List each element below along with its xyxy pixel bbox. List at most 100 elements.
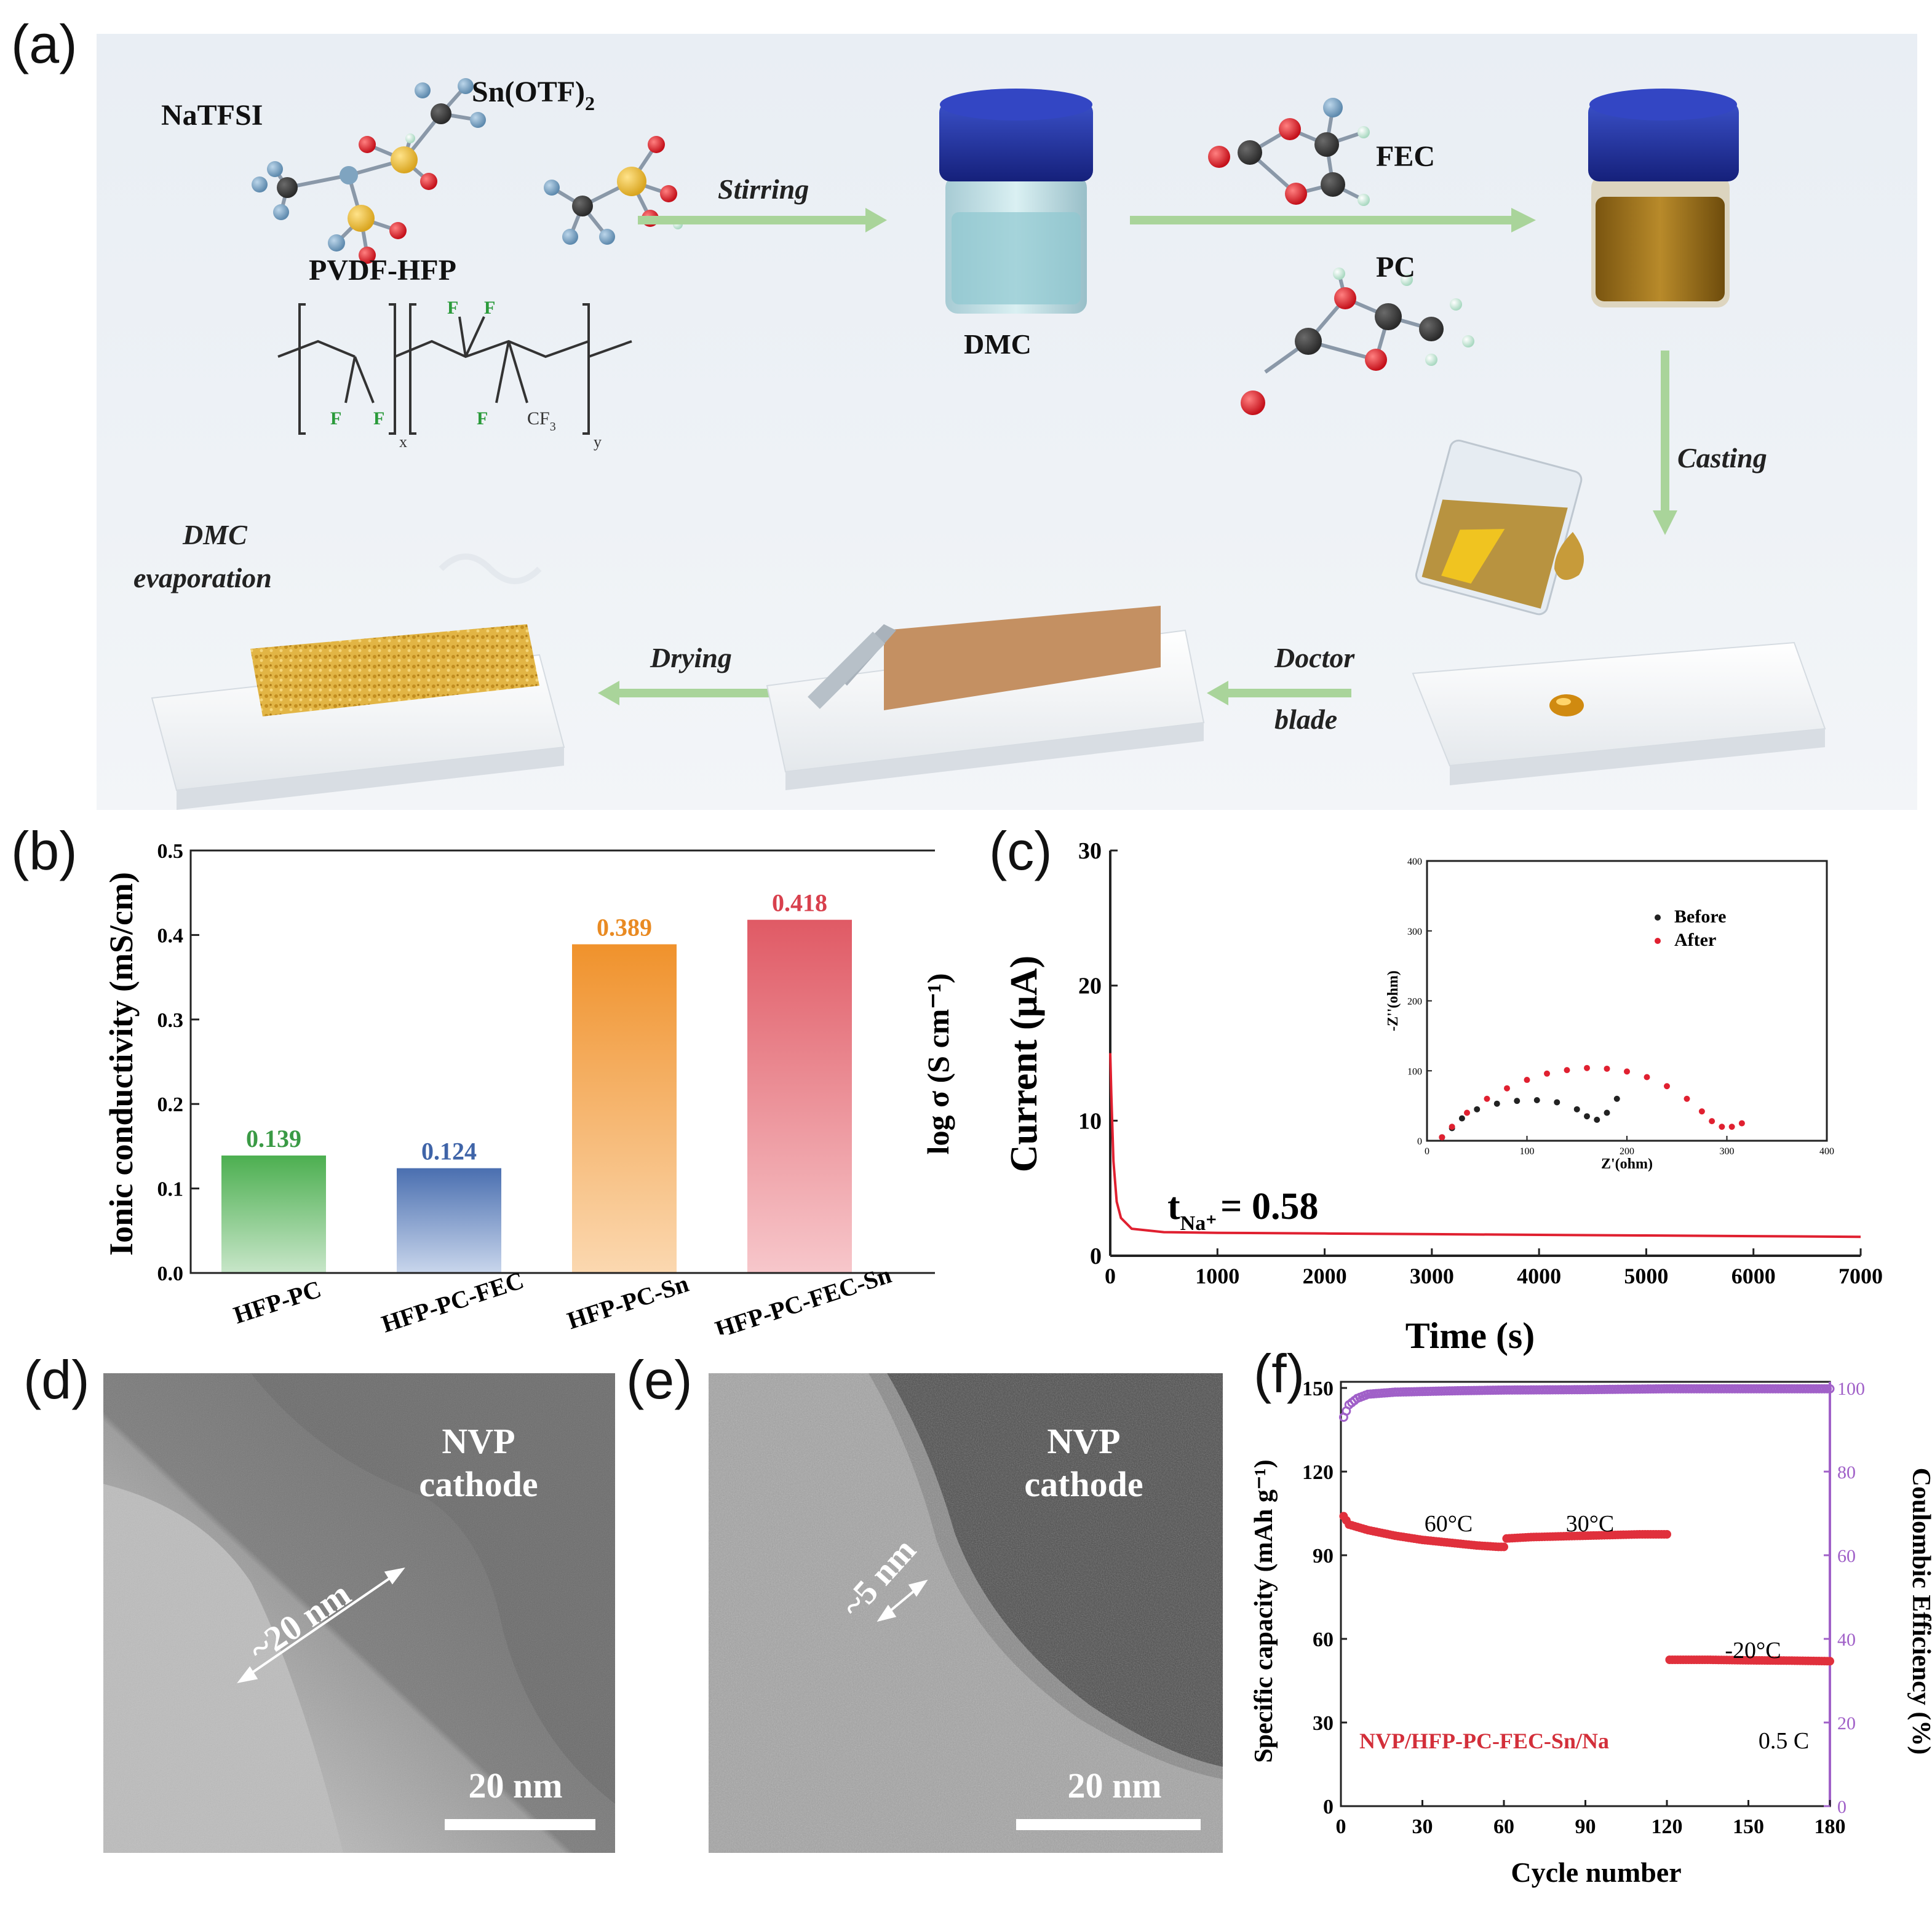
inset-point-after: [1524, 1077, 1530, 1084]
x-tick-label: 180: [1815, 1815, 1846, 1838]
x-tick-label: 30: [1412, 1815, 1433, 1838]
x-tick-label: HFP-PC-FEC: [378, 1266, 527, 1334]
y-tick-label: 0.1: [157, 1178, 184, 1201]
inset-point-after: [1719, 1124, 1725, 1130]
chart-f-ylabel: Specific capacity (mAh g⁻¹): [1250, 1459, 1278, 1762]
bar-hfp-pc-fec: [397, 1168, 501, 1273]
panel-label-b: (b): [11, 820, 78, 881]
y-tick-label: 150: [1302, 1378, 1334, 1400]
label-drying: Drying: [650, 642, 732, 673]
chart-c-annotation: tNa⁺= 0.58: [1167, 1186, 1319, 1235]
label-snotf: Sn(OTF)2: [472, 76, 595, 114]
plate-middle-icon: [766, 606, 1205, 790]
inset-legend-marker: [1655, 938, 1661, 944]
chart-c-xlabel: Time (s): [1405, 1315, 1535, 1356]
inset-point-after: [1709, 1118, 1715, 1125]
inset-point-after: [1564, 1067, 1570, 1074]
synthesis-scheme: NaTFSI Sn(OTF)2 PVDF-HFP DMC FEC PC F F …: [97, 34, 1917, 810]
x-tick-label: 0: [1105, 1264, 1116, 1288]
y-tick-label: 0.4: [157, 924, 184, 947]
inset-point-before: [1594, 1116, 1600, 1123]
panel-label-a: (a): [11, 14, 78, 74]
y2-tick-label: 20: [1837, 1713, 1856, 1734]
panel-label-d: (d): [23, 1349, 90, 1410]
label-fec: FEC: [1376, 140, 1435, 173]
inset-y-tick-label: 100: [1407, 1066, 1422, 1077]
label-pvdf-hfp: PVDF-HFP: [309, 254, 456, 287]
formula-f-5: F: [477, 408, 488, 429]
y-tick-label: 120: [1302, 1461, 1334, 1484]
tem-e-title2: cathode: [1024, 1464, 1143, 1504]
label-natfsi: NaTFSI: [161, 99, 263, 132]
efficiency-point: [1825, 1384, 1835, 1394]
chart-cycling: Specific capacity (mAh g⁻¹) Coulombic Ef…: [1250, 1378, 1932, 1888]
snotf-molecule-icon: [544, 136, 683, 245]
inset-x-tick-label: 400: [1819, 1146, 1834, 1157]
y2-tick-label: 0: [1837, 1797, 1847, 1817]
flow-arrows: [598, 208, 1677, 705]
y-tick-label: 60: [1313, 1628, 1334, 1651]
inset-frame: [1426, 860, 1828, 1142]
tem-d-scale-label: 20 nm: [468, 1766, 562, 1806]
inset-legend-label: Before: [1674, 906, 1726, 927]
inset-xlabel: Z'(ohm): [1601, 1156, 1653, 1172]
inset-y-tick-label: 300: [1407, 927, 1422, 937]
inset-x-tick-label: 200: [1620, 1146, 1634, 1157]
plate-left-icon: [151, 553, 565, 810]
inset-point-after: [1584, 1065, 1590, 1071]
plate-right-icon: [1412, 641, 1826, 785]
tem-d-title2: cathode: [419, 1464, 538, 1504]
fec-molecule-icon: [1208, 98, 1370, 206]
inset-point-before: [1604, 1109, 1610, 1116]
chart-f-cell-label: NVP/HFP-PC-FEC-Sn/Na: [1359, 1729, 1609, 1753]
label-evaporation: evaporation: [133, 562, 272, 593]
x-tick-label: 4000: [1517, 1264, 1561, 1288]
inset-point-after: [1728, 1124, 1735, 1130]
tem-e-scale-bar: [1016, 1819, 1201, 1830]
capacity-point: [1663, 1530, 1671, 1539]
inset-point-before: [1514, 1098, 1521, 1104]
inset-point-after: [1738, 1120, 1745, 1127]
capacity-point: [1826, 1657, 1834, 1666]
label-stirring: Stirring: [718, 173, 809, 205]
tem-e-image: ~5 nm NVP cathode 20 nm: [709, 1373, 1223, 1853]
inset-ylabel: -Z''(ohm): [1385, 970, 1401, 1031]
pc-molecule-icon: [1241, 268, 1474, 415]
bar-hfp-pc-sn: [572, 944, 677, 1273]
label-casting: Casting: [1677, 442, 1767, 474]
chart-f-label-minus20c: -20°C: [1725, 1638, 1781, 1663]
inset-point-after: [1644, 1074, 1650, 1080]
chart-f-xlabel: Cycle number: [1511, 1857, 1681, 1888]
inset-y-tick-label: 400: [1407, 857, 1422, 867]
inset-point-after: [1439, 1134, 1445, 1141]
inset-y-tick-label: 200: [1407, 997, 1422, 1007]
label-evap-dmc: DMC: [182, 519, 248, 550]
y2-tick-label: 100: [1837, 1379, 1865, 1399]
inset-point-after: [1484, 1095, 1490, 1102]
y-tick-label: 0.5: [157, 842, 184, 863]
inset-x-tick-label: 0: [1425, 1146, 1429, 1157]
scheme-drawing: NaTFSI Sn(OTF)2 PVDF-HFP DMC FEC PC F F …: [133, 76, 1826, 810]
y-tick-label: 20: [1078, 973, 1102, 999]
tem-d-scale-bar: [445, 1819, 595, 1830]
x-tick-label: HFP-PC: [230, 1275, 324, 1329]
x-tick-label: 3000: [1410, 1264, 1454, 1288]
formula-f-2: F: [373, 408, 384, 429]
inset-point-before: [1458, 1115, 1465, 1122]
inset-y-tick-label: 0: [1417, 1136, 1422, 1147]
inset-point-after: [1664, 1083, 1670, 1090]
x-tick-label: 1000: [1195, 1264, 1239, 1288]
pvdf-hfp-formula: [277, 303, 632, 435]
natfsi-molecule-icon: [252, 78, 486, 264]
y-tick-label: 0: [1323, 1796, 1334, 1818]
panel-label-c: (c): [989, 820, 1052, 881]
formula-y: y: [594, 433, 602, 451]
chart-f-rate-label: 0.5 C: [1759, 1728, 1809, 1754]
inset-legend-label: After: [1674, 930, 1716, 950]
tem-e-title1: NVP: [1047, 1421, 1120, 1461]
inset-x-tick-label: 300: [1720, 1146, 1735, 1157]
formula-f-3: F: [447, 298, 458, 318]
tem-d-title1: NVP: [442, 1421, 515, 1461]
